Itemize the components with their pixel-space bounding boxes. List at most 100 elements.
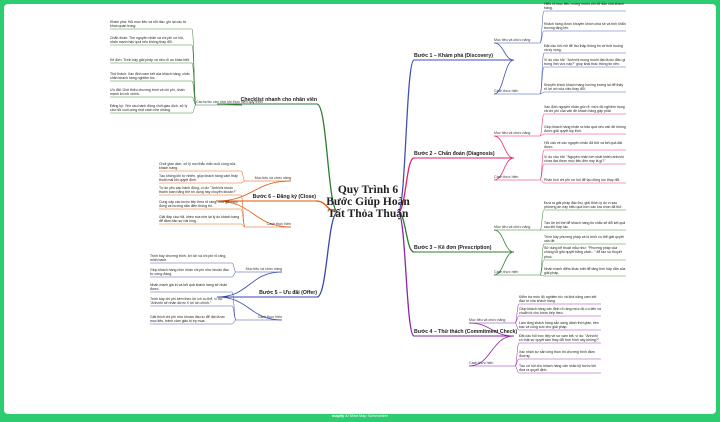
- leaf-link-b6-1-1: [240, 208, 246, 228]
- group-link-b3-0: [493, 229, 515, 253]
- branch-link-b4: [397, 211, 415, 337]
- leaf-link-b4-0-1: [514, 315, 520, 324]
- leaf-link-b7-0-3: [191, 80, 197, 106]
- leaf-b4-1-0[interactable]: Đặt câu hỏi trực tiếp về sự cam kết, ví …: [519, 334, 600, 343]
- group-b2-0[interactable]: Mục tiêu và chức năng: [494, 131, 531, 136]
- group-b7-0[interactable]: Các bước cần nhớ khi thực hiện quy trình: [196, 100, 263, 105]
- leaf-link-b2-0-0: [539, 113, 545, 137]
- leaf-link-b1-1-2: [539, 91, 545, 95]
- group-b1-0[interactable]: Mục tiêu và chức năng: [494, 38, 531, 43]
- leaf-link-b4-1-0: [514, 342, 520, 367]
- branch-b4[interactable]: Bước 4 – Thử thách (Commitment Check): [414, 329, 518, 336]
- leaf-b7-0-1[interactable]: Chẩn đoán: Tìm nguyên nhân và chi phí cơ…: [110, 36, 184, 45]
- leaf-b2-1-2[interactable]: Phân tích chi phí cơ hội để tạo động lực…: [544, 178, 621, 183]
- group-link-b1-1: [493, 59, 515, 95]
- leaf-b4-1-2[interactable]: Tạo cơ hội cho khách hàng cân nhắc kỹ tr…: [519, 364, 596, 373]
- group-b4-0[interactable]: Mục tiêu và chức năng: [469, 318, 506, 323]
- leaf-link-b7-0-2: [191, 62, 197, 106]
- group-b2-1[interactable]: Cách thực hiện: [494, 175, 519, 180]
- group-b4-1[interactable]: Cách thực hiện: [469, 361, 494, 366]
- group-b5-0[interactable]: Mục tiêu và chức năng: [245, 267, 282, 272]
- branch-link-b1: [397, 59, 415, 213]
- leaf-b3-0-0[interactable]: Đưa ra giải pháp đặc thù, giải thích lý …: [544, 201, 623, 210]
- branch-b5[interactable]: Bước 5 – Ưu đãi (Offer): [259, 290, 317, 297]
- leaf-link-b2-1-2: [539, 179, 545, 184]
- leaf-b7-0-3[interactable]: Thử thách: Xác định cam kết của khách hà…: [110, 72, 190, 81]
- leaf-b6-0-0[interactable]: Chốt giao dịch, xử lý mọi thắc mắc cuối …: [159, 162, 236, 171]
- leaf-b3-1-2[interactable]: Nhấn mạnh điểm khác biệt để tăng tính hấ…: [544, 267, 626, 276]
- group-link-b4-0: [468, 322, 515, 337]
- leaf-b7-0-5[interactable]: Đăng ký: Yêu cầu hành động chốt giao dịc…: [110, 104, 188, 113]
- leaf-b5-1-1[interactable]: Trình bày chi phí kèm theo lợi ích cụ th…: [150, 297, 223, 306]
- branch-link-b5: [316, 211, 339, 298]
- leaf-b6-0-1[interactable]: Tạo không khí tự nhiên, giúp khách hàng …: [159, 174, 238, 183]
- leaf-link-b6-0-1: [240, 180, 246, 184]
- branch-b6[interactable]: Bước 6 – Đăng ký (Close): [252, 194, 316, 201]
- leaf-b7-0-2[interactable]: Kê đơn: Trình bày giải pháp và nêu rõ ưu…: [110, 58, 190, 63]
- branch-b2[interactable]: Bước 2 – Chẩn đoán (Diagnosis): [414, 151, 495, 158]
- leaf-b4-0-0[interactable]: Kiểm tra mức độ nghiêm túc và khả năng c…: [519, 295, 597, 304]
- mapify-logo: mapify: [332, 414, 345, 418]
- group-b3-0[interactable]: Mục tiêu và chức năng: [494, 225, 531, 230]
- leaf-link-b2-1-0: [539, 149, 545, 181]
- leaf-b5-0-1[interactable]: Giúp khách hàng nhìn nhận chi phí như kh…: [150, 268, 229, 277]
- branch-b7[interactable]: Checklist nhanh cho nhân viên: [240, 97, 317, 104]
- leaf-link-b5-1-2: [231, 319, 237, 325]
- group-b3-1[interactable]: Cách thực hiện: [494, 270, 519, 275]
- leaf-b5-0-0[interactable]: Trình bày chương trình, lợi ích và chi p…: [150, 254, 227, 263]
- leaf-b3-1-1[interactable]: Sử dụng kể thuật mẫu như: "Phương pháp c…: [544, 246, 622, 259]
- leaf-b4-1-1[interactable]: Xác nhận sự sẵn lòng thực thi chương trì…: [519, 350, 595, 359]
- leaf-b3-0-1[interactable]: Tạo lời lợi thế để khách hàng tin chắc s…: [544, 221, 626, 230]
- leaf-b1-1-0[interactable]: Đặt câu hỏi mở để thu thập thông tin về …: [544, 44, 623, 53]
- leaf-link-b4-1-2: [514, 365, 520, 374]
- leaf-link-b3-1-0: [539, 243, 545, 276]
- leaf-b6-1-2[interactable]: Giải đáp câu hỏi, khéo xóa nhẹ lại lý do…: [159, 215, 240, 224]
- leaf-b6-1-1[interactable]: Cung cấp các bước tiếp theo rõ ràng, như…: [159, 200, 238, 209]
- leaf-b1-0-0[interactable]: Hiểu rõ mục tiêu, mong muốn và nỗi đau c…: [544, 2, 624, 11]
- branch-b1[interactable]: Bước 1 – Khám phá (Discovery): [414, 53, 493, 60]
- leaf-b1-1-1[interactable]: Ví dụ câu hỏi: "Anh/chị mong muốn đạt đư…: [544, 58, 626, 67]
- leaf-link-b2-0-1: [539, 133, 545, 137]
- leaf-link-b2-1-1: [539, 163, 545, 181]
- branch-link-b7: [316, 103, 339, 213]
- group-link-b3-1: [493, 251, 515, 276]
- leaf-link-b1-0-0: [539, 10, 545, 44]
- leaf-link-b3-1-2: [539, 274, 545, 277]
- leaf-b6-1-0[interactable]: Tự tin yêu cầu hành động, ví dụ: "Anh/ch…: [159, 186, 237, 195]
- leaf-b2-1-1[interactable]: Ví dụ câu hỏi: "Nguyên nhân lớn nhất khi…: [544, 155, 624, 164]
- leaf-link-b6-1-2: [240, 223, 246, 228]
- group-b6-0[interactable]: Mục tiêu và chức năng: [254, 176, 291, 181]
- group-link-b2-1: [493, 157, 515, 181]
- leaf-b5-1-0[interactable]: Nhấn mạnh giá trị và kết quả khách hàng …: [150, 283, 228, 292]
- leaf-link-b7-0-1: [191, 44, 197, 106]
- leaf-b1-1-2[interactable]: Khuyến khích khách hàng hướng tương lai …: [544, 83, 624, 92]
- leaf-link-b5-1-0: [231, 291, 237, 321]
- leaf-b2-1-0[interactable]: Hỏi câu về các nguyên nhân đã thử và kết…: [544, 141, 623, 150]
- leaf-link-b5-0-0: [231, 262, 237, 273]
- leaf-link-b5-0-1: [231, 271, 237, 278]
- leaf-link-b3-0-0: [539, 209, 545, 231]
- group-link-b5-0: [216, 271, 283, 298]
- leaf-b2-0-0[interactable]: Xác định nguyên nhân gốc rễ, mức độ nghi…: [544, 105, 625, 114]
- footer-label: AI Mind Map Summarizer: [345, 414, 388, 418]
- leaf-b3-1-0[interactable]: Trình bày phương pháp và lộ trình cụ thể…: [544, 235, 624, 244]
- leaf-link-b1-0-1: [539, 30, 545, 44]
- group-b1-1[interactable]: Cách thực hiện: [494, 89, 519, 94]
- leaf-b4-0-2[interactable]: Làm tăng khách hàng sẵn sàng dành thời g…: [519, 321, 599, 330]
- leaf-link-b4-0-0: [514, 303, 520, 324]
- leaf-b5-1-2[interactable]: Giải thích chi phí như khoản đầu tư để đ…: [150, 315, 225, 324]
- group-b5-1[interactable]: Cách thực hiện: [257, 315, 282, 320]
- group-link-b1-0: [493, 42, 515, 61]
- group-link-b2-0: [493, 135, 515, 159]
- group-link-b6-0: [215, 180, 292, 202]
- leaf-b7-0-4[interactable]: Ưu đãi: Giới thiệu chương trình và chi p…: [110, 88, 185, 97]
- central-topic[interactable]: Quy Trình 6 Bước Giúp Hoàn Tất Thỏa Thuậ…: [326, 184, 410, 220]
- leaf-b1-0-1[interactable]: Khách hàng được khuyến khích chia sẻ và …: [544, 22, 626, 31]
- leaf-b2-0-1[interactable]: Giúp khách hàng nhận ra hậu quả nếu vấn …: [544, 125, 626, 134]
- branch-b3[interactable]: Bước 3 – Kê đơn (Prescription): [414, 245, 492, 252]
- leaf-b7-0-0[interactable]: Khám phá: Hỏi mục tiêu và nỗi đau, ghi l…: [110, 20, 187, 29]
- group-b6-1[interactable]: Cách thực hiện: [266, 222, 291, 227]
- branch-link-b6: [315, 200, 339, 213]
- leaf-b4-0-1[interactable]: Giúp khách hàng xác định rõ ràng mức độ …: [519, 307, 601, 316]
- leaf-link-b7-0-5: [191, 104, 197, 114]
